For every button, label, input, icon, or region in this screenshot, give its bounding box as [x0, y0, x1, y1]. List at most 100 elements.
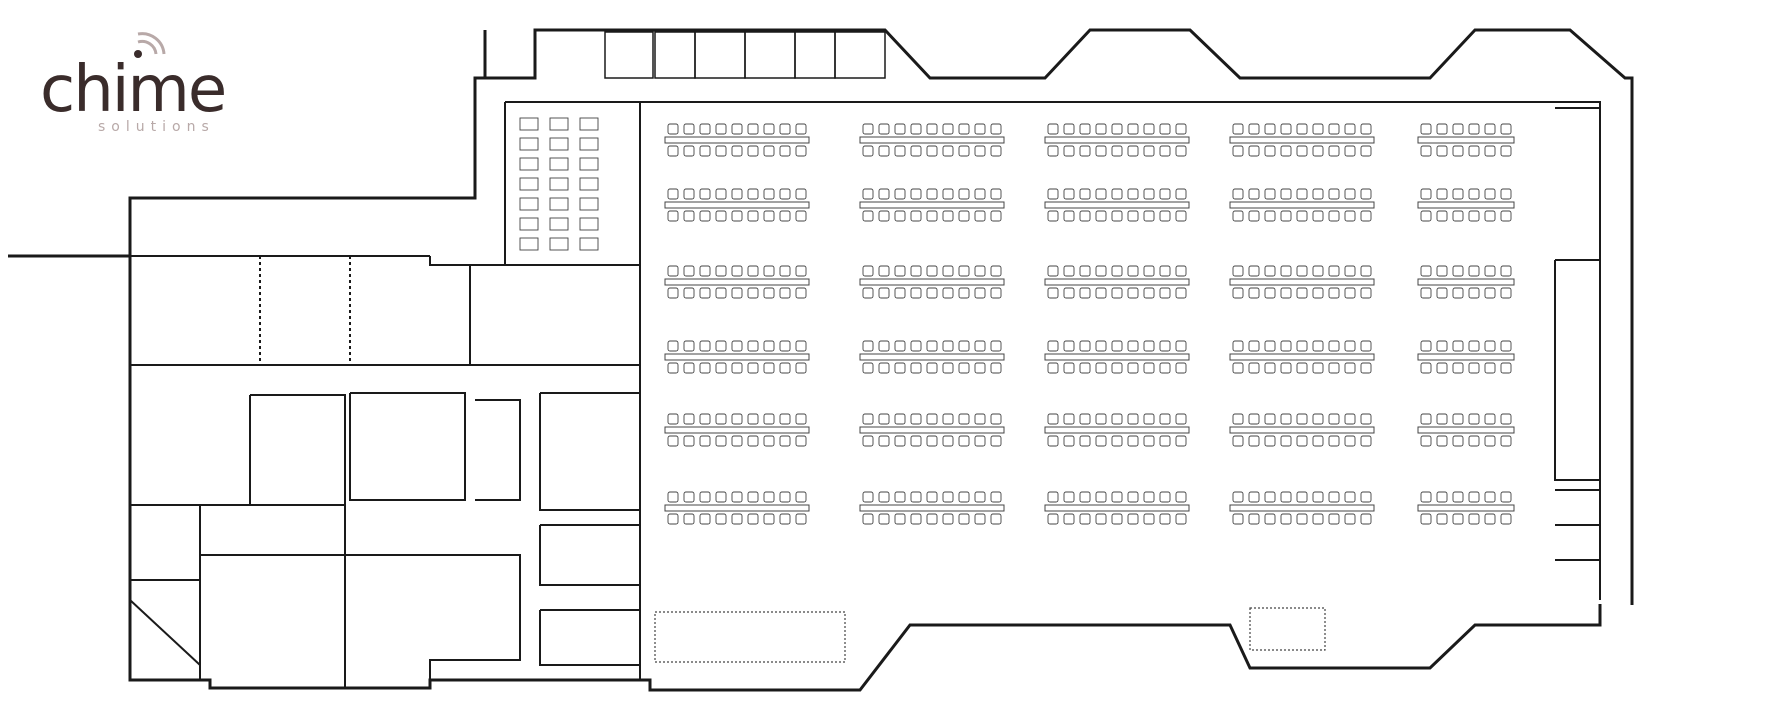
desk-chair — [1500, 145, 1512, 157]
desk-chair — [699, 340, 711, 352]
desk-chair — [747, 491, 759, 503]
desk-chair — [795, 265, 807, 277]
training-table — [549, 217, 569, 231]
desk-chair — [1095, 513, 1107, 525]
desk-chair — [1296, 265, 1308, 277]
desk-chair — [1063, 513, 1075, 525]
desk-chair — [974, 265, 986, 277]
desk-chair — [1079, 287, 1091, 299]
desk-chair — [1111, 340, 1123, 352]
workstation-block — [1229, 123, 1375, 157]
main-hall-walls — [129, 101, 1601, 688]
desk-chair — [1232, 413, 1244, 425]
desk-chair — [747, 413, 759, 425]
desk-chair — [1420, 513, 1432, 525]
desk-chair — [731, 123, 743, 135]
desk-chair — [942, 491, 954, 503]
desk-chair — [683, 513, 695, 525]
desk-chair — [1127, 265, 1139, 277]
desk-chair — [1452, 265, 1464, 277]
desk-chair — [1127, 513, 1139, 525]
desk-chair — [1264, 188, 1276, 200]
desk-chair — [990, 513, 1002, 525]
desk-chair — [974, 491, 986, 503]
desk-chair — [958, 435, 970, 447]
desk-chair — [763, 340, 775, 352]
desk-chair — [1312, 265, 1324, 277]
desk-chair — [894, 123, 906, 135]
desk-chair — [1248, 513, 1260, 525]
desk-chair — [942, 362, 954, 374]
desk-chair — [699, 513, 711, 525]
desk-chair — [699, 145, 711, 157]
desk-chair — [910, 491, 922, 503]
desk-chair — [894, 513, 906, 525]
desk-chair — [1436, 265, 1448, 277]
desk-chair — [910, 265, 922, 277]
desk-chair — [1280, 435, 1292, 447]
desk-chair — [862, 210, 874, 222]
desk-chair — [1111, 145, 1123, 157]
desk-chair — [763, 362, 775, 374]
desk-chair — [779, 513, 791, 525]
desk-chair — [1312, 188, 1324, 200]
desk-chair — [715, 435, 727, 447]
desk-chair — [1264, 145, 1276, 157]
desk-chair — [1468, 123, 1480, 135]
desk-chair — [910, 287, 922, 299]
desk-chair — [1095, 145, 1107, 157]
desk-chair — [747, 188, 759, 200]
desk-chair — [1484, 413, 1496, 425]
desk-chair — [1095, 340, 1107, 352]
desk-chair — [926, 265, 938, 277]
desk-chair — [958, 362, 970, 374]
desk-chair — [747, 287, 759, 299]
desk-chair — [1484, 265, 1496, 277]
desk-chair — [1175, 362, 1187, 374]
desk-chair — [1079, 188, 1091, 200]
desk-chair — [1175, 188, 1187, 200]
desk-chair — [1095, 491, 1107, 503]
desk-chair — [1452, 413, 1464, 425]
desk-chair — [1500, 491, 1512, 503]
desk-chair — [1175, 123, 1187, 135]
desk-chair — [747, 340, 759, 352]
desk-chair — [1175, 287, 1187, 299]
desk-chair — [1360, 513, 1372, 525]
desk-chair — [1248, 188, 1260, 200]
desk-chair — [1127, 362, 1139, 374]
desk-chair — [1095, 123, 1107, 135]
desk-chair — [1328, 413, 1340, 425]
desk-chair — [1296, 491, 1308, 503]
desk-chair — [910, 435, 922, 447]
desk-chair — [1436, 513, 1448, 525]
desk-chair — [1344, 413, 1356, 425]
desk-chair — [1312, 513, 1324, 525]
desk-chair — [1143, 287, 1155, 299]
desk-chair — [1344, 287, 1356, 299]
training-table — [549, 157, 569, 171]
desk-chair — [795, 340, 807, 352]
desk-chair — [1111, 435, 1123, 447]
desk-chair — [926, 145, 938, 157]
desk-chair — [878, 435, 890, 447]
desk-chair — [1111, 513, 1123, 525]
desk-chair — [894, 265, 906, 277]
desk-chair — [910, 513, 922, 525]
desk-chair — [1436, 123, 1448, 135]
desk-chair — [1047, 362, 1059, 374]
desk-chair — [1500, 265, 1512, 277]
training-table — [579, 177, 599, 191]
desk-chair — [699, 491, 711, 503]
desk-chair — [1420, 265, 1432, 277]
desk-chair — [1063, 435, 1075, 447]
desk-chair — [958, 145, 970, 157]
desk-chair — [1452, 145, 1464, 157]
desk-chair — [1232, 188, 1244, 200]
workstation-block — [664, 340, 810, 374]
desk-chair — [878, 145, 890, 157]
desk-chair — [715, 513, 727, 525]
desk-chair — [1232, 123, 1244, 135]
desk-chair — [1264, 265, 1276, 277]
desk-chair — [894, 210, 906, 222]
